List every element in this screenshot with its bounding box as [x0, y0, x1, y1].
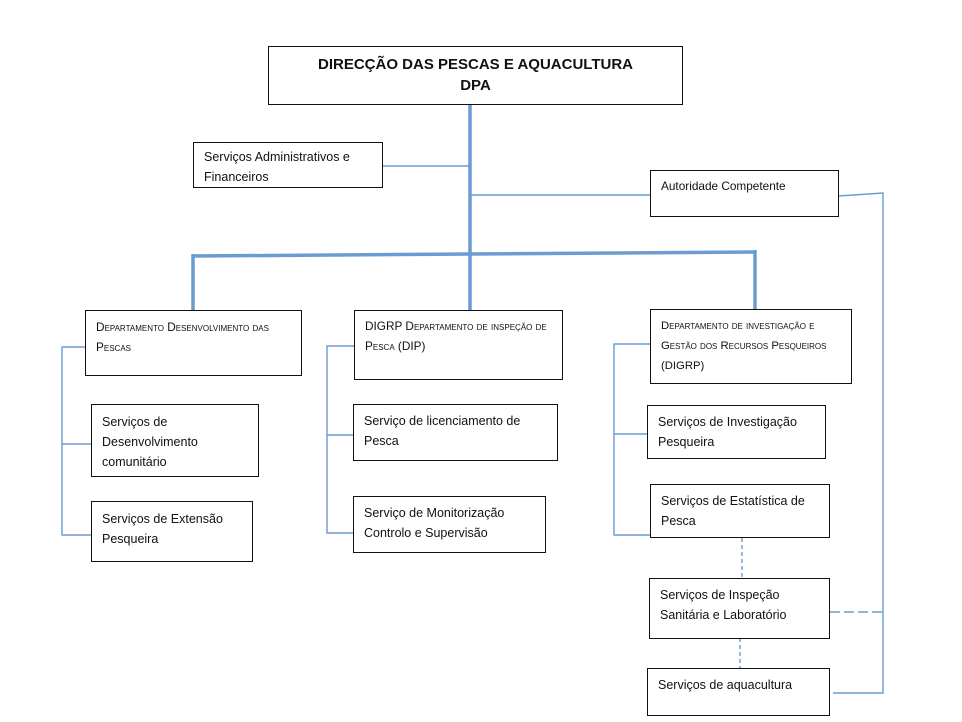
service-3-1-label: Serviços de Investigação Pesqueira [658, 415, 797, 449]
service-inspecao-sanitaria: Serviços de Inspeção Sanitária e Laborat… [649, 578, 830, 639]
service-estatistica: Serviços de Estatística de Pesca [650, 484, 830, 538]
dept-3-label: Departamento de investigação e Gestão do… [661, 320, 827, 372]
service-3-2-label: Serviços de Estatística de Pesca [661, 494, 805, 528]
service-licenciamento: Serviço de licenciamento de Pesca [353, 404, 558, 461]
admin-label: Serviços Administrativos e Financeiros [204, 150, 350, 184]
service-2-1-label: Serviço de licenciamento de Pesca [364, 414, 521, 448]
root-line1: DIRECÇÃO DAS PESCAS E AQUACULTURA [317, 56, 633, 73]
autoridade-box: Autoridade Competente [650, 170, 839, 217]
dept-1-label: Departamento Desenvolvimento das Pescas [96, 320, 269, 354]
autoridade-label: Autoridade Competente [661, 179, 786, 193]
service-1-2-label: Serviços de Extensão Pesqueira [102, 512, 223, 546]
dept-2-label: DIGRP Departamento de inspeção de Pesca … [365, 319, 547, 353]
service-desenvolvimento-comunitario: Serviços de Desenvolvimento comunitário [91, 404, 259, 477]
admin-box: Serviços Administrativos e Financeiros [193, 142, 383, 188]
root-box: DIRECÇÃO DAS PESCAS E AQUACULTURA DPA [268, 46, 683, 105]
dept-desenvolvimento: Departamento Desenvolvimento das Pescas [85, 310, 302, 376]
service-investigacao-pesqueira: Serviços de Investigação Pesqueira [647, 405, 826, 459]
service-3-3-label: Serviços de Inspeção Sanitária e Laborat… [660, 588, 787, 622]
dept-inspecao: DIGRP Departamento de inspeção de Pesca … [354, 310, 563, 380]
service-2-2-label: Serviço de Monitorização Controlo e Supe… [364, 506, 505, 540]
root-line2: DPA [460, 77, 491, 94]
service-3-4-label: Serviços de aquacultura [658, 678, 793, 692]
service-aquacultura: Serviços de aquacultura [647, 668, 830, 716]
service-1-1-label: Serviços de Desenvolvimento comunitário [102, 415, 198, 469]
dept-investigacao: Departamento de investigação e Gestão do… [650, 309, 852, 384]
service-extensao-pesqueira: Serviços de Extensão Pesqueira [91, 501, 253, 562]
service-monitorizacao: Serviço de Monitorização Controlo e Supe… [353, 496, 546, 553]
